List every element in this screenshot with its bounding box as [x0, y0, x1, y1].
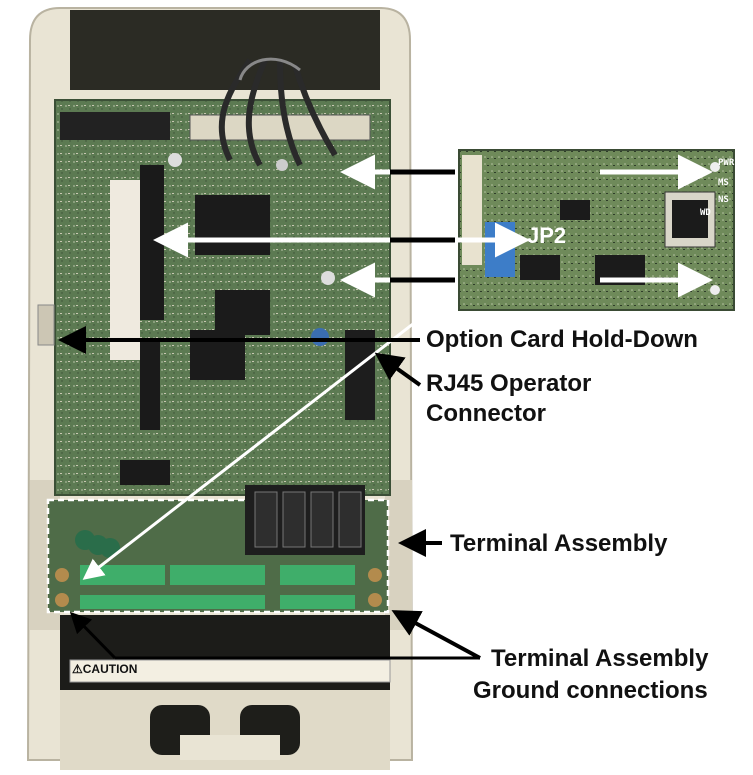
hold-down-clip — [37, 304, 55, 346]
caution-label: ⚠CAUTION — [72, 662, 138, 676]
label-terminal-assembly: Terminal Assembly — [450, 530, 668, 557]
jp2-mark: JP2 — [527, 223, 567, 248]
label-ground-line1: Terminal Assembly — [491, 645, 709, 672]
label-option-card-hold-down: Option Card Hold-Down — [426, 326, 698, 353]
ns-mark: NS — [718, 195, 729, 205]
ribbon-cable-bundle — [218, 57, 338, 167]
main-control-board — [54, 99, 391, 496]
label-ground-line2: Ground connections — [473, 677, 708, 704]
black-arrows — [58, 169, 481, 660]
label-rj45-line1: RJ45 Operator — [426, 370, 592, 397]
ms-mark: MS — [718, 178, 729, 188]
label-rj45-line2: Connector — [426, 400, 546, 427]
terminal-assembly — [46, 485, 390, 614]
pwr-mark: PWR — [718, 158, 735, 168]
wd-mark: WD — [700, 208, 711, 218]
